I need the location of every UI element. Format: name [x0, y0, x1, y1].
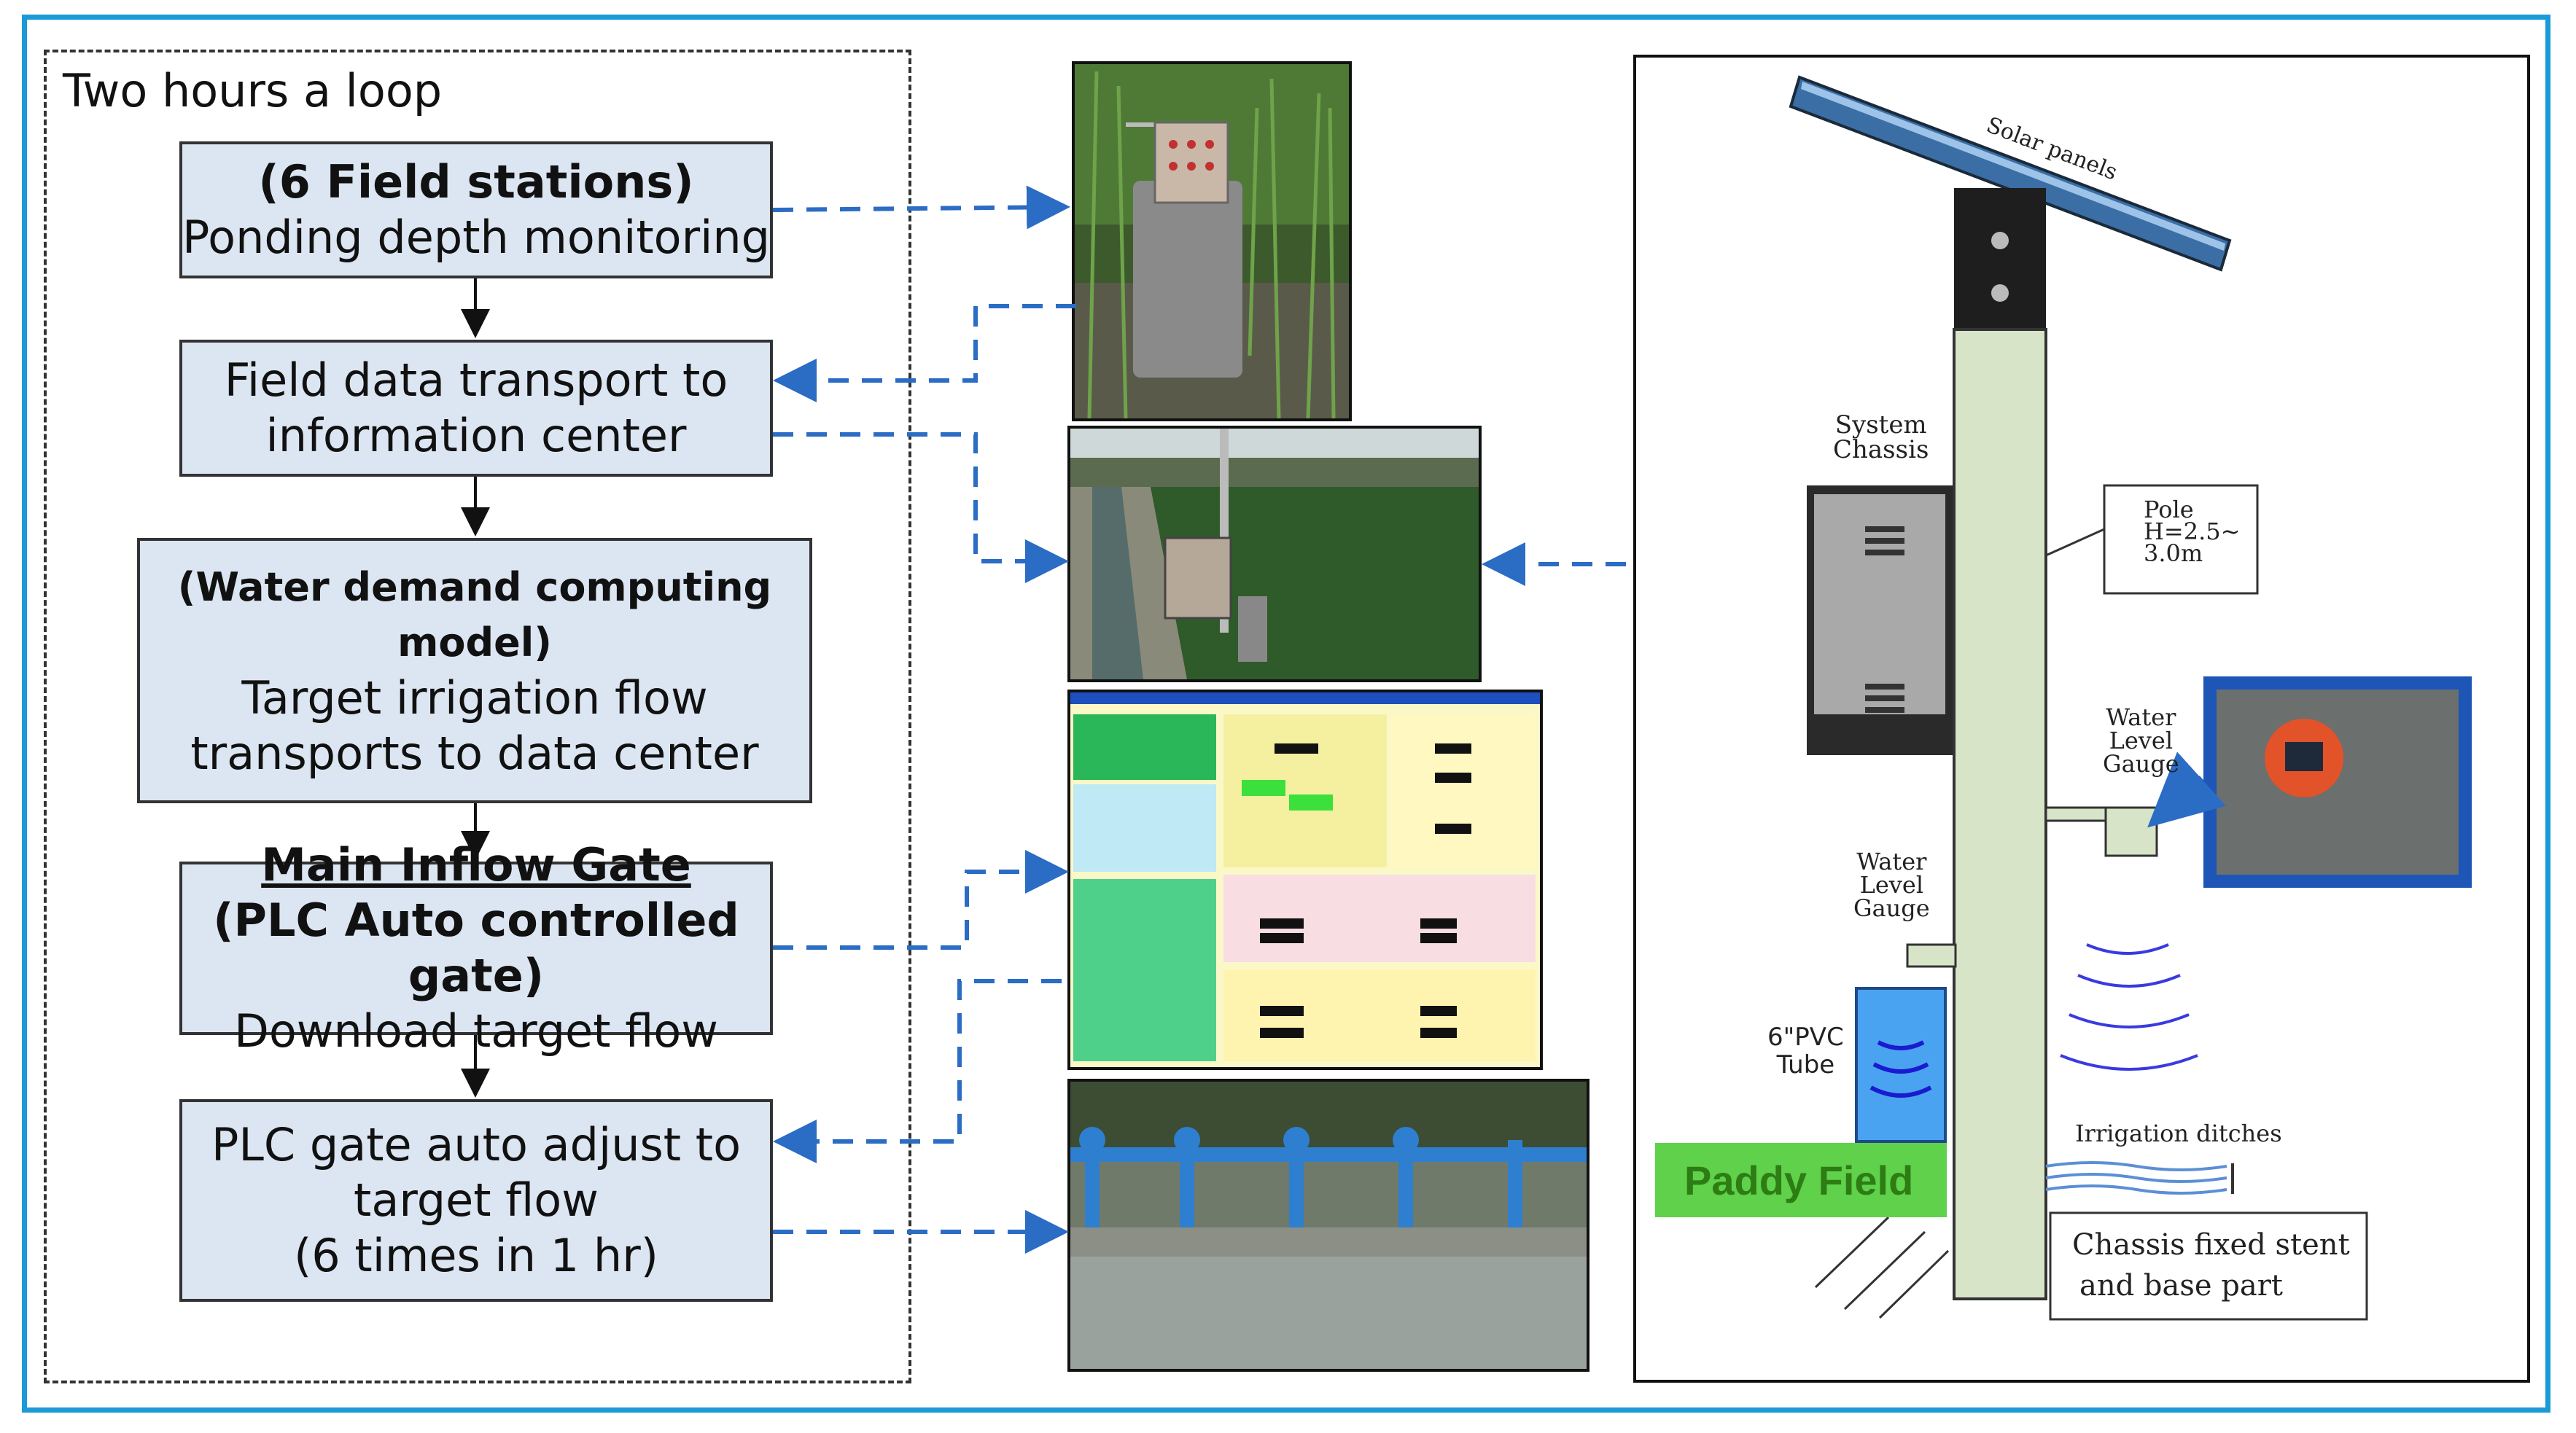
step-4-subheading: (PLC Auto controlled gate)	[213, 894, 739, 1002]
chassis-label-line1: System	[1834, 410, 1927, 440]
pole-label-line3: 3.0m	[2144, 539, 2203, 567]
step-plc-adjust: PLC gate auto adjust to target flow (6 t…	[179, 1099, 773, 1302]
loop-title: Two hours a loop	[63, 64, 443, 117]
pole-label-box	[2103, 484, 2259, 595]
stent-label-box	[2049, 1211, 2368, 1321]
stent-label-line2: and base part	[2079, 1269, 2283, 1303]
water-level-gauge-right	[2104, 806, 2158, 857]
gauge-right-label: Water Level Gauge	[2103, 706, 2179, 776]
photo-gate	[1067, 1079, 1589, 1372]
irrigation-ditches-label: Irrigation ditches	[2075, 1120, 2282, 1147]
photo-field-station	[1072, 61, 1352, 421]
step-3-heading: (Water demand computing model)	[177, 564, 772, 665]
pvc-tube-icon	[1855, 987, 1947, 1143]
step-3-line3: transports to data center	[190, 727, 759, 780]
pole-label-line1: Pole	[2144, 496, 2194, 523]
stent-label-line1: Chassis fixed stent	[2072, 1228, 2350, 1262]
step-1-heading: (6 Field stations)	[258, 155, 694, 208]
pole-bracket	[1954, 188, 2046, 328]
ground-hatch	[1814, 1216, 1950, 1319]
step-main-inflow-gate: Main Inflow Gate (PLC Auto controlled ga…	[179, 838, 773, 1058]
tube-label-line2: Tube	[1776, 1050, 1835, 1079]
chassis-label-line2: Chassis	[1833, 435, 1929, 464]
step-5-line3: (6 times in 1 hr)	[294, 1229, 658, 1282]
pole-label: Pole H=2.5~ 3.0m	[2144, 496, 2241, 567]
pvc-tube-label: 6"PVC Tube	[1767, 1023, 1844, 1079]
gate-image	[1070, 1082, 1587, 1369]
photo-control-screen	[1067, 690, 1543, 1070]
paddy-field-label: Paddy Field	[1655, 1143, 1947, 1217]
step-data-transport: Field data transport to information cent…	[179, 340, 773, 477]
gauge-left-line1: Water	[1856, 848, 1927, 875]
step-5-line1: PLC gate auto adjust to	[211, 1118, 742, 1171]
step-field-stations: (6 Field stations) Ponding depth monitor…	[179, 141, 773, 278]
solar-panel-icon	[1789, 75, 2232, 272]
field-station-image	[1075, 64, 1349, 418]
gauge-left-label: Water Level Gauge	[1853, 850, 1930, 920]
gauge-left-line3: Gauge	[1853, 894, 1930, 922]
pole-label-line2: H=2.5~	[2144, 518, 2241, 545]
step-2-line2: information center	[265, 409, 687, 462]
channel-station-image	[1070, 429, 1479, 679]
system-chassis-label: System Chassis	[1833, 413, 1929, 462]
step-water-demand-model: (Water demand computing model) Target ir…	[137, 538, 812, 803]
gauge-photo-inset	[2203, 676, 2472, 888]
gauge-left-line2: Level	[1859, 871, 1924, 899]
loop-region	[44, 50, 911, 1383]
pole	[1953, 328, 2047, 1300]
step-5-line2: target flow	[354, 1174, 599, 1227]
system-chassis-icon	[1807, 485, 1953, 755]
ditch-water	[2045, 1161, 2227, 1195]
step-2-line1: Field data transport to	[224, 354, 728, 407]
gauge-right-line3: Gauge	[2103, 750, 2179, 778]
sonar-waves	[2060, 943, 2198, 1071]
step-3-line2: Target irrigation flow	[241, 671, 708, 725]
gauge-right-line2: Level	[2109, 727, 2174, 754]
step-1-text: Ponding depth monitoring	[182, 211, 770, 264]
outer-frame	[22, 15, 2550, 1413]
tube-label-line1: 6"PVC	[1767, 1023, 1844, 1052]
control-screen-image	[1070, 692, 1540, 1067]
gauge-right-line1: Water	[2106, 703, 2176, 731]
photo-channel-station	[1067, 426, 1482, 682]
data-connectors	[772, 185, 1626, 1254]
stent-label: Chassis fixed stent and base part	[2072, 1225, 2350, 1306]
